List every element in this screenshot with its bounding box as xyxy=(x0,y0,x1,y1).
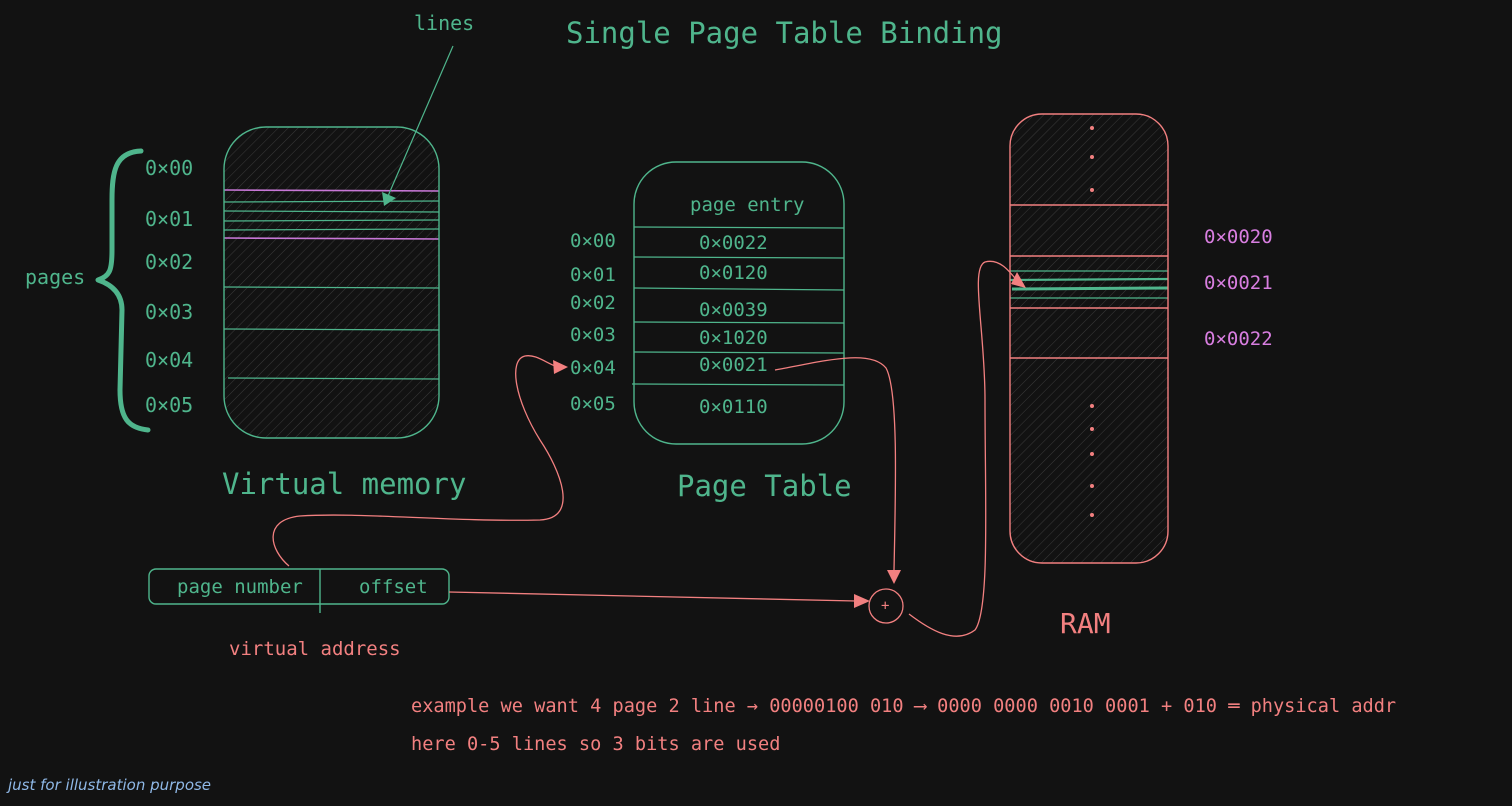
lines-arrow xyxy=(387,45,454,197)
page-table-index: 0×00 xyxy=(570,230,616,252)
vm-page-label: 0×05 xyxy=(145,393,194,417)
vm-line xyxy=(224,200,439,203)
arrowhead xyxy=(553,360,568,374)
vm-page-divider xyxy=(224,286,439,289)
vm-line xyxy=(224,228,439,231)
vm-page-label: 0×03 xyxy=(145,300,194,324)
page-table-index: 0×03 xyxy=(570,324,616,346)
plus-sign: + xyxy=(881,598,890,614)
adder-circle xyxy=(868,588,904,624)
pages-label: pages xyxy=(25,265,86,289)
ram-ellipsis-dots xyxy=(1090,126,1094,517)
pages-brace xyxy=(95,148,151,433)
ram-line xyxy=(1010,277,1168,282)
vm-page-divider xyxy=(224,328,439,331)
page-table-entry: 0×1020 xyxy=(699,327,768,349)
page-table-index: 0×02 xyxy=(570,292,616,314)
arrowhead xyxy=(854,594,870,608)
page-table-index: 0×01 xyxy=(570,264,616,286)
ram-address-label: 0×0020 xyxy=(1204,226,1273,248)
adder-to-ram-arrow xyxy=(908,260,1019,637)
page-table-entry: 0×0021 xyxy=(699,354,768,376)
offset-field: offset xyxy=(359,576,428,598)
vm-page-label: 0×00 xyxy=(145,156,194,180)
virtual-address-label: virtual address xyxy=(229,638,401,660)
vm-page-label: 0×01 xyxy=(145,207,194,231)
arrowhead xyxy=(1011,272,1026,288)
lines-label: lines xyxy=(414,11,475,35)
vm-line xyxy=(224,219,439,222)
page-table-label: Page Table xyxy=(677,469,852,503)
ram-address-label: 0×0022 xyxy=(1204,328,1273,350)
page-table-index: 0×04 xyxy=(570,357,616,379)
page-table-entry: 0×0120 xyxy=(699,262,768,284)
page-entry-header: page entry xyxy=(690,194,805,216)
page-table-entry: 0×0110 xyxy=(699,396,768,418)
ram-line-selected xyxy=(1011,286,1168,291)
vm-line xyxy=(224,210,439,213)
virtual-memory-block xyxy=(223,126,440,439)
ram-label: RAM xyxy=(1060,607,1111,640)
lines-arrowhead xyxy=(382,192,396,206)
page-table-block xyxy=(631,161,845,445)
vm-page-divider xyxy=(227,377,439,380)
page-table-entry: 0×0039 xyxy=(699,299,768,321)
arrowhead xyxy=(887,570,901,584)
ram-address-label: 0×0021 xyxy=(1204,272,1273,294)
bits-note: here 0-5 lines so 3 bits are used xyxy=(411,734,781,755)
vm-page-label: 0×04 xyxy=(145,348,194,372)
page-number-field: page number xyxy=(177,576,303,598)
example-note: example we want 4 page 2 line → 00000100… xyxy=(411,696,1397,717)
vm-page-divider xyxy=(224,237,439,240)
virtual-address-box xyxy=(148,568,450,613)
page-table-index: 0×05 xyxy=(570,393,616,415)
offset-to-adder-arrow xyxy=(448,591,857,602)
vm-page-divider xyxy=(224,189,439,192)
vm-page-label: 0×02 xyxy=(145,250,194,274)
ram-block xyxy=(1009,113,1169,564)
diagram-title: Single Page Table Binding xyxy=(566,16,1003,50)
page-table-entry: 0×0022 xyxy=(699,232,768,254)
footer-note: just for illustration purpose xyxy=(8,776,212,794)
page-number-to-table-arrow xyxy=(272,355,564,567)
entry-to-adder-arrow xyxy=(774,357,897,571)
virtual-memory-label: Virtual memory xyxy=(222,467,467,501)
